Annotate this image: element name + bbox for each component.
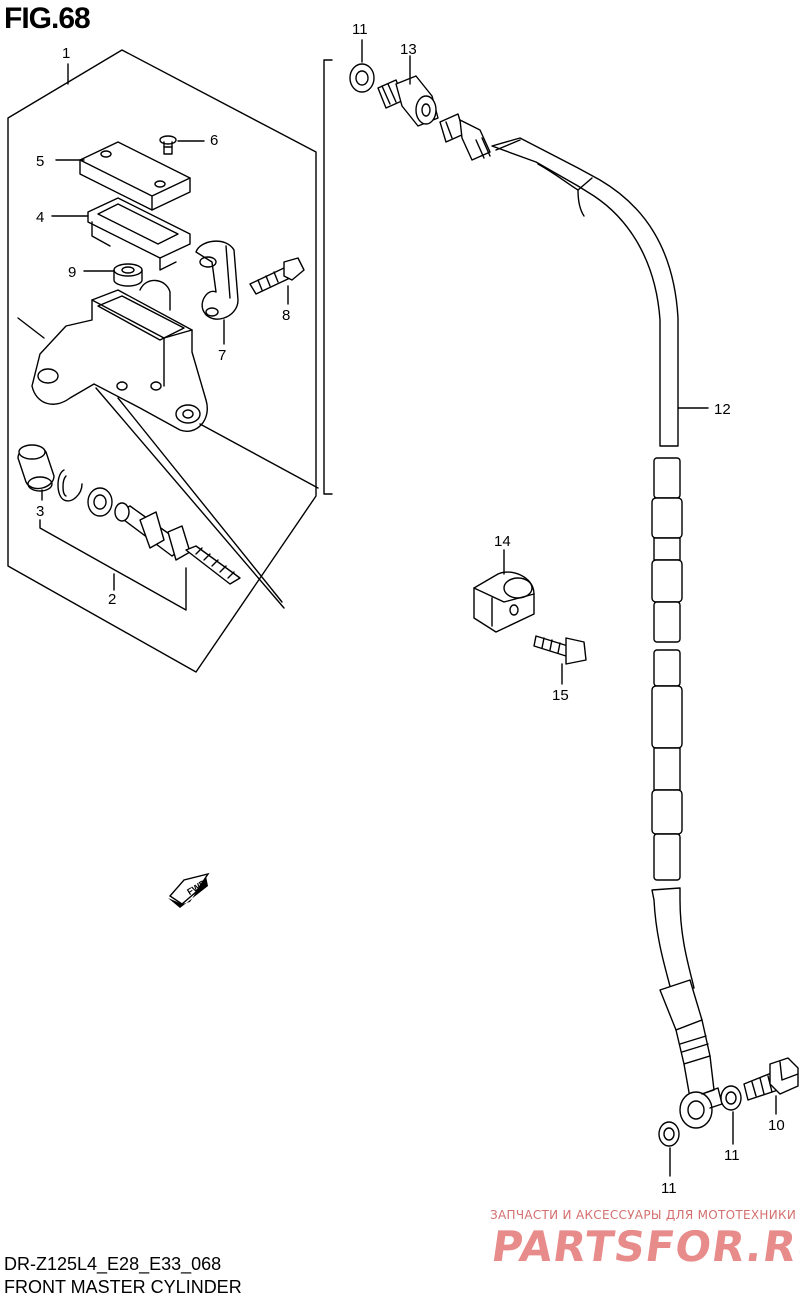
callout-13: 13 [400, 41, 417, 58]
callout-14: 14 [494, 533, 511, 550]
section-name: FRONT MASTER CYLINDER [4, 1277, 242, 1297]
callout-1: 1 [62, 45, 70, 62]
watermark-brand-logo: PARTSFOR.RU [488, 1222, 800, 1271]
callout-8: 8 [282, 307, 290, 324]
washer-top-part [349, 63, 375, 93]
master-cylinder-body [31, 279, 208, 432]
callout-2: 2 [108, 591, 116, 608]
reservoir-cap-part [79, 141, 191, 211]
callout-11-top: 11 [352, 21, 368, 38]
callout-15: 15 [552, 687, 569, 704]
piston-assembly-part [114, 502, 241, 585]
forward-direction-arrow: FWD [168, 872, 210, 908]
piston-bracket [39, 519, 187, 611]
callout-9: 9 [68, 264, 76, 281]
callout-11-right: 11 [724, 1147, 740, 1164]
callout-10: 10 [768, 1117, 785, 1134]
callout-11-bottom: 11 [661, 1180, 677, 1197]
clamp-bolt-part [249, 257, 305, 295]
watermark-tagline: ЗАПЧАСТИ И АКСЕССУАРЫ ДЛЯ МОТОТЕХНИКИ [490, 1208, 797, 1222]
washer-bottom-left-part [658, 1121, 680, 1147]
hose-clamp-part [473, 571, 535, 633]
callout-12: 12 [714, 401, 731, 418]
figure-title: FIG.68 [4, 2, 91, 35]
callout-4: 4 [36, 209, 44, 226]
circlip-part [57, 469, 83, 502]
callout-5: 5 [36, 153, 44, 170]
callout-3: 3 [36, 503, 44, 520]
cap-screw-part [159, 135, 177, 155]
dust-boot-washer-part [87, 487, 113, 517]
diaphragm-plate-part [87, 197, 191, 271]
boot-grommet-part [113, 263, 143, 287]
callout-6: 6 [210, 132, 218, 149]
assembly-bracket [323, 59, 333, 495]
hose-fitting-part [377, 75, 491, 161]
washer-bottom-right-part [720, 1085, 742, 1111]
clamp-bolt-15-part [533, 635, 587, 665]
model-code: DR-Z125L4_E28_E33_068 [4, 1254, 222, 1274]
piston-cup-part [17, 444, 55, 492]
callout-7: 7 [218, 347, 226, 364]
brake-hose-part [491, 137, 723, 1129]
handlebar-clamp-part [195, 240, 239, 320]
assembly-1-boundary [7, 49, 317, 673]
union-bolt-part [743, 1057, 799, 1101]
